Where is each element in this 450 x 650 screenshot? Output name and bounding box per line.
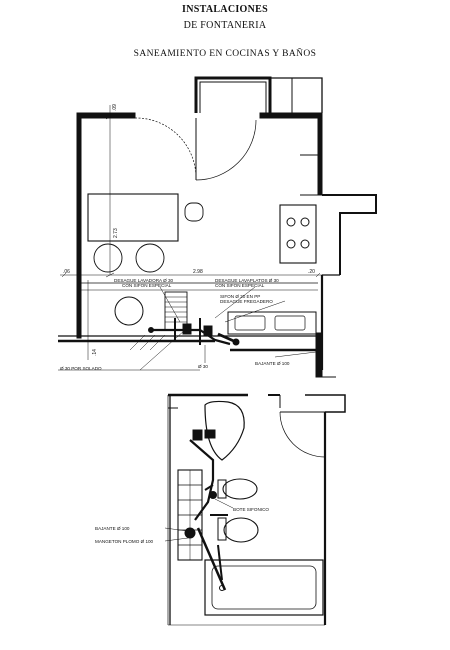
wall-right-offset: [322, 194, 377, 275]
dim-006: .06: [63, 269, 70, 275]
washbasin: [204, 400, 245, 461]
label-desague-fregadero: DESAGUE FREGADERO: [220, 299, 273, 304]
label-sifon-pp: SIFON Ø 30 EN PP: [220, 294, 260, 299]
label-desague-lavaplatos: DESAGUE LAVAPLATOS Ø 30: [215, 278, 279, 283]
sink: [227, 311, 317, 335]
label-d30: Ø 30: [198, 364, 208, 369]
kitchen-plan: [58, 76, 377, 378]
drawing-subtitle: DE FONTANERIA: [183, 20, 267, 31]
kitchen-stack: [315, 332, 323, 378]
label-mangueton: MANGETON PLOMO Ø 100: [95, 539, 154, 544]
bathtub: [204, 559, 324, 616]
dim-014: .14: [92, 349, 98, 356]
kitchen-table: [87, 193, 179, 242]
wall-left: [76, 112, 82, 339]
bidet: [222, 478, 258, 500]
dim-273: 2.73: [113, 228, 119, 238]
label-desague-lavadora: DESAGUE LAVADORA Ø 30: [114, 278, 174, 283]
label-bajante-bath: BAJANTE Ø 100: [95, 526, 130, 531]
label-sifon-especial-2: CON SIFON ESPECIAL: [215, 283, 265, 288]
dim-020: .20: [308, 269, 315, 275]
washing-machine: [114, 296, 144, 326]
label-d30-solado: Ø 30 POR SOLADO: [60, 366, 102, 371]
dim-090: .09: [112, 104, 118, 111]
wall-top-left: [76, 112, 136, 119]
label-bote-sifonico: BOTE SIFONICO: [233, 507, 269, 512]
drawing-title: INSTALACIONES: [182, 4, 268, 15]
cooktop: [279, 204, 317, 264]
kitchen-dimensions: [58, 105, 322, 371]
washer-circle-1: [93, 243, 123, 273]
bathroom-plan: [164, 393, 346, 626]
wall-top-right: [259, 112, 323, 119]
section-title: SANEAMIENTO EN COCINAS Y BAÑOS: [133, 49, 317, 59]
dim-298: 2.98: [193, 269, 203, 275]
washer-circle-2: [135, 243, 165, 273]
toilet: [223, 517, 259, 543]
wall-right-upper: [317, 112, 323, 196]
label-bajante-kitchen: BAJANTE Ø 100: [255, 361, 290, 366]
label-sifon-especial-1: CON SIFON ESPECIAL: [122, 283, 172, 288]
